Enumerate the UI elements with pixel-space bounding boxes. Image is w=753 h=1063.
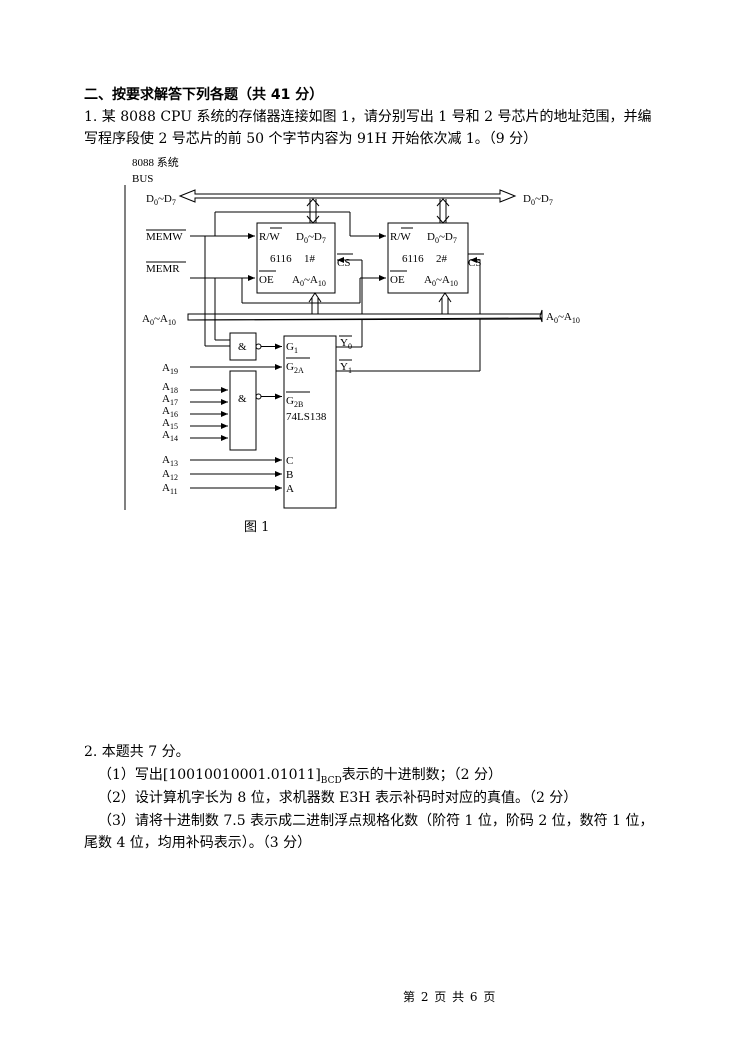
decoder-a-pin: A [286, 483, 294, 495]
chip1-data-pin: D0~D7 [296, 231, 326, 245]
decoder-name: 74LS138 [286, 411, 327, 423]
chip2-number: 2# [436, 253, 448, 265]
a13-label: A13 [162, 454, 178, 468]
decoder-c-pin: C [286, 455, 293, 467]
chip1-name: 6116 [270, 253, 292, 265]
bus-title-2: BUS [132, 173, 153, 185]
a14-label: A14 [162, 429, 178, 443]
chip1-cs-pin: CS [337, 257, 350, 269]
data-bus-label-right: D0~D7 [523, 193, 553, 207]
decoder-y0-pin: Y0 [340, 337, 352, 351]
decoder-y1-pin: Y1 [340, 361, 352, 375]
a12-label: A12 [162, 468, 178, 482]
figure-caption: 图 1 [244, 520, 270, 535]
chip1-addr-pin: A0~A10 [292, 274, 326, 288]
q1-text-line2: 写程序段使 2 号芯片的前 50 个字节内容为 91H 开始依次减 1。（9 分… [84, 131, 538, 147]
decoder-b-pin: B [286, 469, 293, 481]
decoder-g2a-pin: G2A [286, 361, 304, 375]
chip2-data-pin: D0~D7 [427, 231, 457, 245]
and-gate-2-symbol: & [238, 393, 247, 405]
address-bus-label-left: A0~A10 [142, 313, 176, 327]
memw-label: MEMW [146, 231, 183, 243]
a11-label: A11 [162, 482, 178, 496]
chip2-addr-pin: A0~A10 [424, 274, 458, 288]
q2-part1: （1）写出[10010010001.01011]BCD表示的十进制数；（2 分） [98, 767, 503, 786]
page-footer: 第 2 页 共 6 页 [403, 990, 497, 1004]
decoder-g1-pin: G1 [286, 341, 298, 355]
memory-circuit-diagram: 8088 系统 BUS D0~D7 D0~D7 MEMW MEMR A0~A10… [124, 156, 580, 510]
chip2-name: 6116 [402, 253, 424, 265]
and-gate-1-symbol: & [238, 341, 247, 353]
chip1-number: 1# [304, 253, 316, 265]
q2-part3-line2: 尾数 4 位，均用补码表示）。（3 分） [84, 835, 312, 851]
chip1-oe-pin: OE [259, 274, 274, 286]
memr-label: MEMR [146, 263, 180, 275]
chip2-oe-pin: OE [390, 274, 405, 286]
address-bus-label-right: A0~A10 [546, 311, 580, 325]
section-heading: 二、按要求解答下列各题（共 41 分） [84, 87, 324, 103]
chip2-cs-pin: CS [468, 257, 481, 269]
decoder-g2b-pin: G2B [286, 395, 303, 409]
chip2-rw-pin: R/W [390, 231, 411, 243]
bus-title-1: 8088 系统 [132, 156, 179, 169]
q2-title: 2. 本题共 7 分。 [84, 744, 190, 760]
q1-text-line1: 1. 某 8088 CPU 系统的存储器连接如图 1，请分别写出 1 号和 2 … [84, 109, 652, 125]
chip1-rw-pin: R/W [259, 231, 280, 243]
data-bus-label-left: D0~D7 [146, 193, 176, 207]
q2-part3-line1: （3）请将十进制数 7.5 表示成二进制浮点规格化数（阶符 1 位，阶码 2 位… [98, 813, 654, 829]
q2-part2: （2）设计算机字长为 8 位，求机器数 E3H 表示补码时对应的真值。（2 分） [98, 790, 578, 806]
a19-label: A19 [162, 362, 178, 376]
